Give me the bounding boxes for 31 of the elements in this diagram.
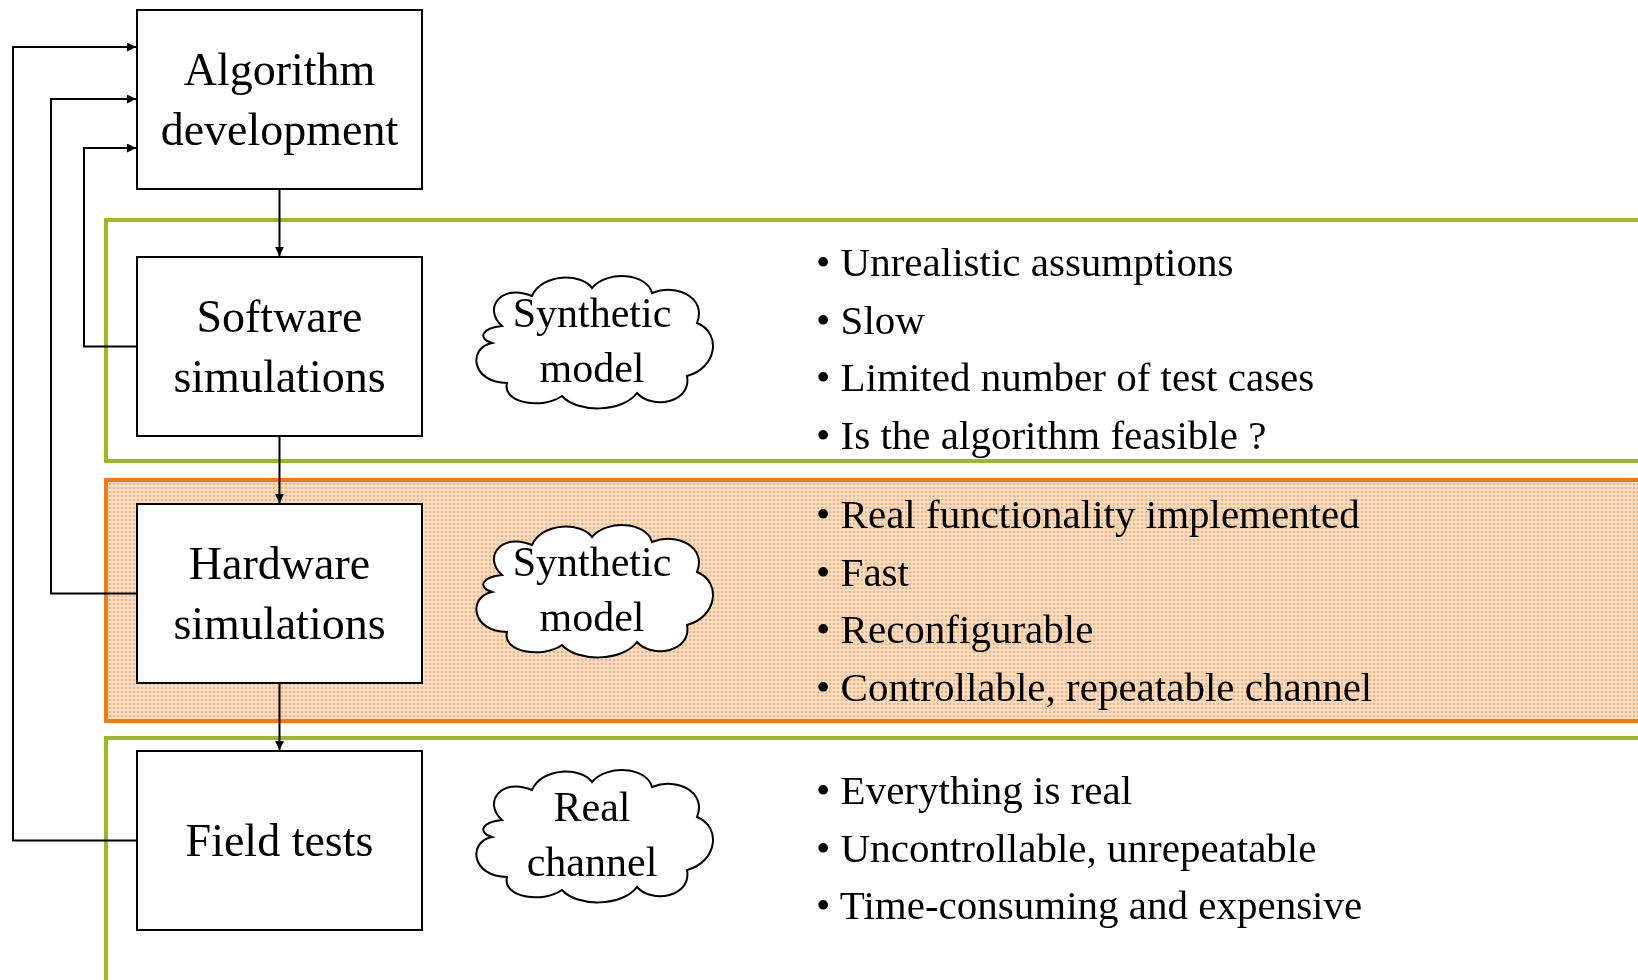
process-box xyxy=(136,256,423,437)
bullet-text: • Uncontrollable, unrepeatable xyxy=(816,823,1318,873)
cloud-label: Synthetic model xyxy=(511,288,673,393)
process-box xyxy=(136,9,423,190)
bullet-text: • Unrealistic assumptions xyxy=(816,238,1235,287)
process-box xyxy=(136,503,423,684)
bullet-text: • Slow xyxy=(816,295,926,345)
bullet-text: • Everything is real xyxy=(816,766,1134,815)
box-label: Software simulations xyxy=(172,289,387,404)
arrow xyxy=(275,436,284,504)
process-box xyxy=(136,750,423,931)
arrow xyxy=(275,189,284,257)
group-band xyxy=(104,478,1638,723)
bullet-text: • Time-consuming and expensive xyxy=(816,881,1363,930)
bullet-text: • Is the algorithm feasible ? xyxy=(816,410,1268,460)
box-label: Field tests xyxy=(185,813,374,868)
bullet-text: • Reconfigurable xyxy=(816,605,1095,654)
bullet-text: • Fast xyxy=(816,547,910,597)
bullet-text: • Controllable, repeatable channel xyxy=(816,662,1373,712)
box-label: Hardware simulations xyxy=(172,536,387,651)
group-band xyxy=(104,218,1638,463)
group-band xyxy=(104,736,1638,980)
cloud-label: Synthetic model xyxy=(511,537,673,642)
bullet-text: • Real functionality implemented xyxy=(816,490,1361,539)
box-label: Algorithm development xyxy=(159,42,400,157)
cloud-label: Real channel xyxy=(525,782,659,887)
arrow xyxy=(83,143,137,348)
arrow xyxy=(50,94,137,595)
bullet-text: • Limited number of test cases xyxy=(816,353,1315,402)
arrow xyxy=(12,42,137,842)
arrow xyxy=(275,683,284,751)
